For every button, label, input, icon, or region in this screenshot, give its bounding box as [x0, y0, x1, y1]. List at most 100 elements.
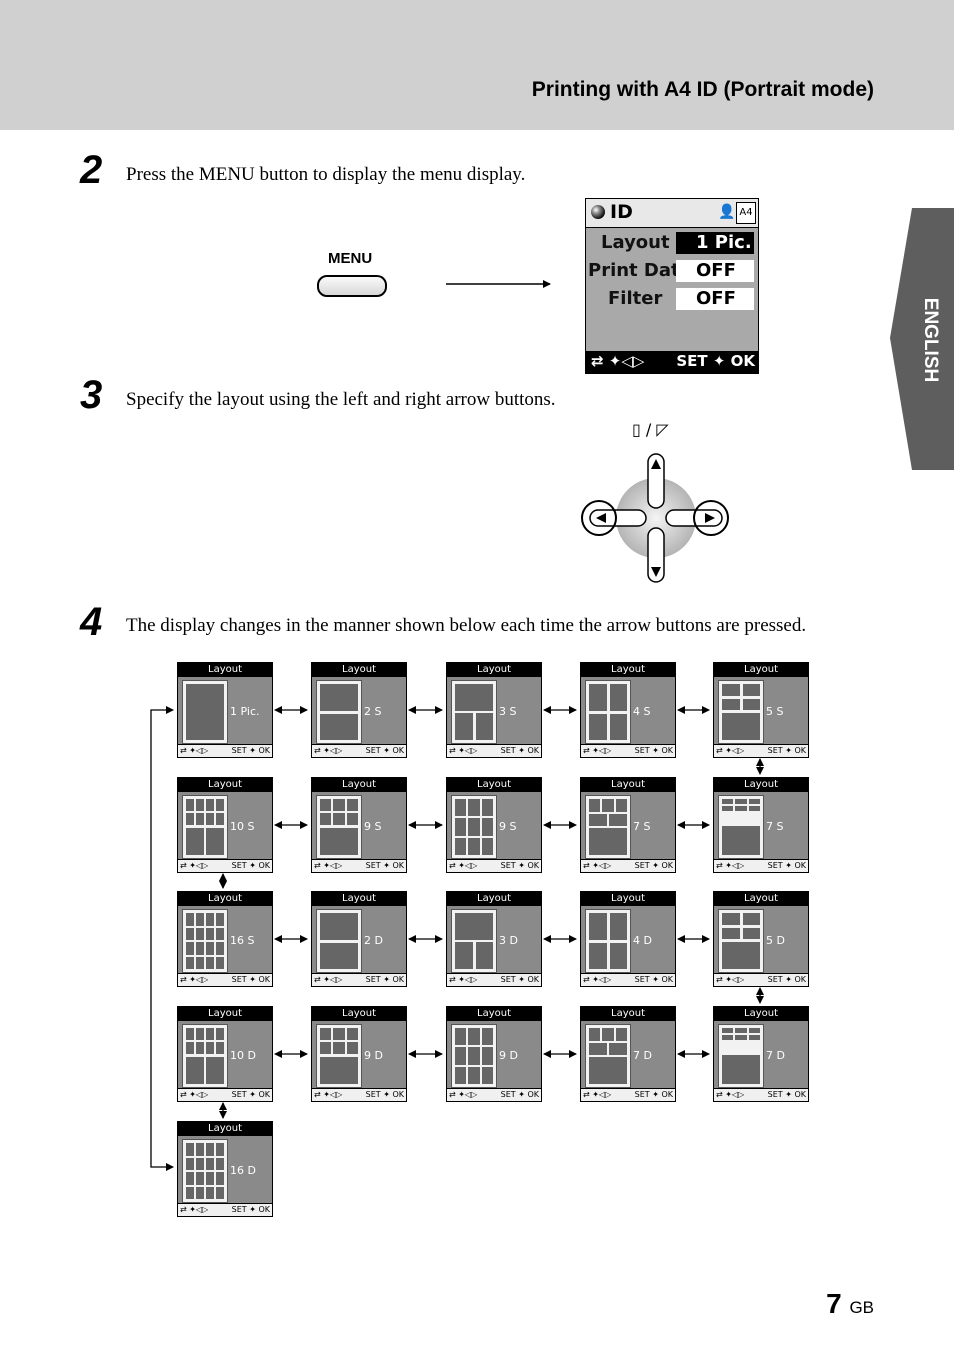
layout-screen-footer: ⇄ ✦◁▷SET ✦ OK	[714, 859, 808, 872]
layout-screen-title: Layout	[178, 778, 272, 792]
photo-cell	[589, 1043, 607, 1055]
layout-screen-title: Layout	[581, 778, 675, 792]
layout-screen-title: Layout	[447, 663, 541, 677]
menu-display-header: ID 👤 A4	[586, 199, 758, 228]
photo-cell	[468, 1047, 480, 1065]
photo-cell	[216, 913, 224, 926]
photo-cell	[186, 942, 194, 955]
layout-label: 2 D	[364, 934, 383, 947]
photo-cell	[206, 828, 224, 855]
photo-cell	[206, 1057, 224, 1084]
photo-cell	[216, 1186, 224, 1199]
photo-cell	[186, 1042, 194, 1054]
photo-cell	[455, 837, 467, 855]
menu-button[interactable]	[317, 275, 387, 297]
menu-row-label: Print Date	[588, 260, 692, 281]
layout-screen-title: Layout	[714, 1007, 808, 1021]
layout-screen-footer: ⇄ ✦◁▷SET ✦ OK	[178, 859, 272, 872]
photo-cell	[468, 1066, 480, 1084]
paper-preview	[316, 795, 362, 859]
photo-cell	[748, 806, 760, 811]
layout-label: 1 Pic.	[230, 705, 260, 718]
person-icon: 👤	[718, 204, 736, 220]
layout-screen-footer: ⇄ ✦◁▷SET ✦ OK	[178, 1203, 272, 1216]
photo-cell	[196, 956, 204, 969]
layout-screen-footer: ⇄ ✦◁▷SET ✦ OK	[447, 859, 541, 872]
navigation-hint: ⇄ ✦◁▷	[180, 1205, 209, 1214]
direction-pad	[581, 453, 729, 583]
photo-cell	[455, 1066, 467, 1084]
layout-label: 4 S	[633, 705, 651, 718]
photo-cell	[206, 1028, 214, 1040]
photo-cell	[589, 713, 607, 740]
layout-label: 9 S	[499, 820, 517, 833]
photo-cell	[589, 814, 607, 826]
photo-cell	[722, 698, 740, 710]
step-text: Press the MENU button to display the men…	[126, 164, 526, 185]
navigation-hint: ⇄ ✦◁▷	[314, 1090, 343, 1099]
photo-cell	[320, 1028, 332, 1040]
set-ok-hint: SET ✦ OK	[365, 861, 404, 870]
up-arrow-icon	[651, 459, 661, 469]
right-arrow-icon	[705, 513, 715, 523]
photo-cell	[216, 927, 224, 940]
paper-preview	[585, 1024, 631, 1088]
layout-screen-footer: ⇄ ✦◁▷SET ✦ OK	[714, 744, 808, 757]
photo-cell	[186, 813, 194, 825]
menu-row-value[interactable]: 1 Pic.	[676, 232, 754, 254]
photo-cell	[196, 1172, 204, 1185]
navigation-hint: ⇄ ✦◁▷	[449, 746, 478, 755]
nav-pad-caption: ▯ / ◸	[632, 420, 669, 439]
page-header: Printing with A4 ID (Portrait mode)	[0, 0, 954, 130]
layout-label: 7 S	[633, 820, 651, 833]
paper-preview	[316, 680, 362, 744]
set-ok-hint: SET ✦ OK	[365, 1090, 404, 1099]
menu-display: ID 👤 A4 Layout 1 Pic. Print Date OFF Fil…	[585, 198, 759, 374]
photo-cell	[186, 927, 194, 940]
photo-cell	[735, 806, 747, 811]
menu-row-value[interactable]: OFF	[676, 260, 754, 282]
photo-cell	[455, 913, 493, 940]
photo-cell	[186, 1172, 194, 1185]
layout-label: 7 D	[633, 1049, 652, 1062]
photo-cell	[333, 1042, 345, 1054]
photo-cell	[481, 1066, 493, 1084]
photo-cell	[216, 1042, 224, 1054]
photo-cell	[196, 1028, 204, 1040]
layout-screen-title: Layout	[447, 778, 541, 792]
layout-screen-footer: ⇄ ✦◁▷SET ✦ OK	[581, 859, 675, 872]
layout-label: 16 D	[230, 1164, 256, 1177]
set-ok-hint: SET ✦ OK	[767, 861, 806, 870]
photo-cell	[615, 1028, 627, 1041]
photo-cell	[186, 1143, 194, 1156]
step-number: 2	[80, 148, 103, 192]
photo-cell	[216, 799, 224, 811]
photo-cell	[196, 1042, 204, 1054]
layout-label: 10 D	[230, 1049, 256, 1062]
paper-preview	[585, 795, 631, 859]
photo-cell	[609, 814, 627, 826]
layout-label: 3 D	[499, 934, 518, 947]
menu-display-footer: ⇄ ✦◁▷ SET ✦ OK	[586, 351, 758, 373]
page-number-value: 7	[826, 1288, 842, 1319]
photo-cell	[722, 913, 740, 925]
page-number-suffix: GB	[849, 1298, 874, 1317]
paper-preview	[182, 680, 228, 744]
layout-screen-footer: ⇄ ✦◁▷SET ✦ OK	[178, 744, 272, 757]
menu-row-value[interactable]: OFF	[676, 288, 754, 310]
layout-label: 3 S	[499, 705, 517, 718]
left-button-highlight	[581, 500, 617, 536]
photo-cell	[346, 1028, 358, 1040]
language-tab	[890, 208, 954, 470]
layout-screen-footer: ⇄ ✦◁▷SET ✦ OK	[312, 859, 406, 872]
photo-cell	[742, 927, 760, 939]
navigation-hint: ⇄ ✦◁▷	[583, 746, 612, 755]
record-icon	[591, 205, 605, 219]
language-tab-shape	[890, 208, 954, 470]
set-ok-hint: SET ✦ OK	[231, 975, 270, 984]
photo-cell	[186, 684, 224, 740]
